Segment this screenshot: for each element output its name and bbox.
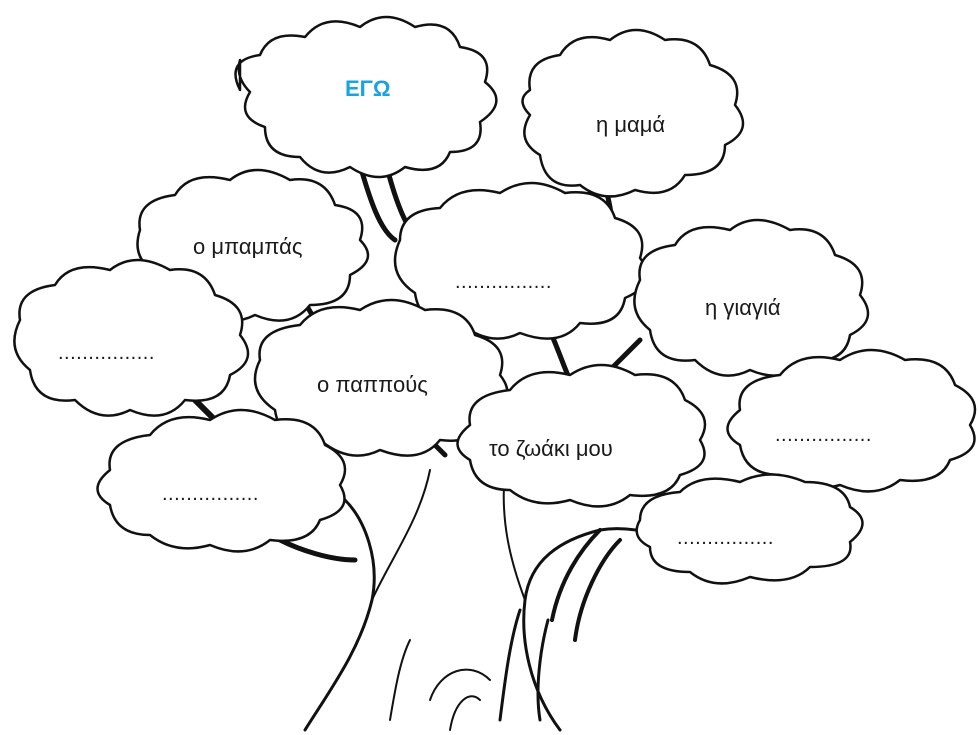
cloud-lower-right	[635, 473, 864, 585]
cloud-pet	[456, 363, 707, 508]
label-dad: ο μπαμπάς	[193, 234, 303, 259]
cloud-mom	[521, 28, 745, 198]
label-mom: η μαμά	[596, 112, 666, 137]
cloud-lower-left	[96, 408, 347, 553]
blank-right[interactable]: ................	[775, 424, 872, 446]
cloud-left	[13, 258, 250, 417]
label-ego: ΕΓΩ	[345, 76, 391, 101]
cloud-ego	[234, 15, 498, 179]
blank-center[interactable]: ................	[455, 271, 552, 293]
blank-lower-right[interactable]: ................	[677, 527, 774, 549]
blank-left[interactable]: ................	[58, 342, 155, 364]
label-pet: το ζωάκι μου	[489, 436, 613, 461]
blank-lower-left[interactable]: ................	[162, 483, 259, 505]
label-grandpa: ο παππούς	[317, 372, 428, 397]
tree-trunk	[303, 498, 682, 732]
label-grandma: η γιαγιά	[705, 295, 781, 320]
cloud-grandma	[633, 218, 870, 377]
